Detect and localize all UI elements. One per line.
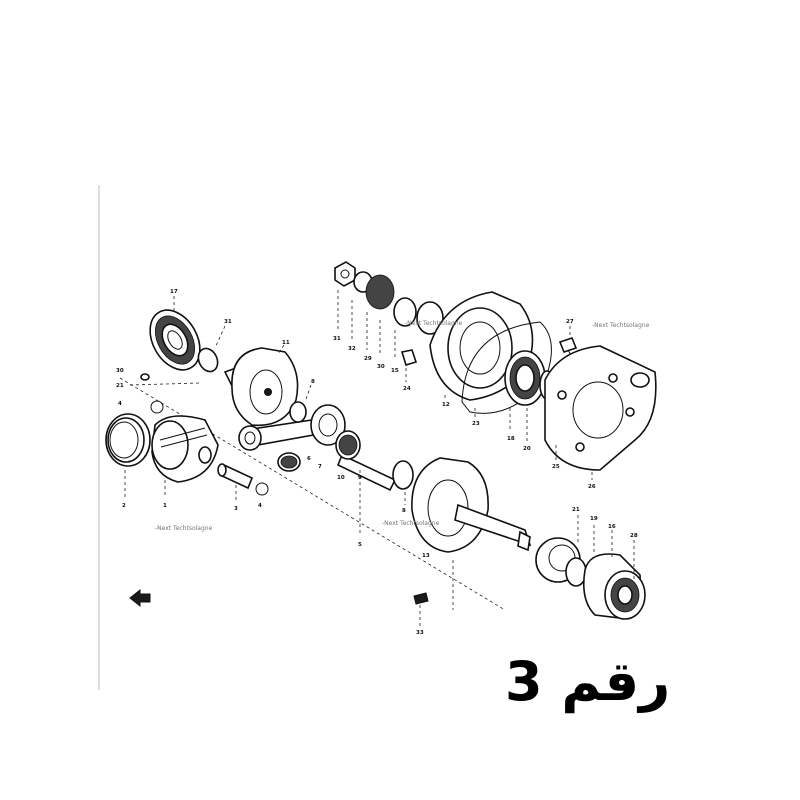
part-number-5: 5 bbox=[358, 542, 362, 548]
part-number-31-left: 31 bbox=[224, 319, 232, 325]
part-number-13: 13 bbox=[422, 553, 430, 559]
part-number-7: 7 bbox=[318, 464, 322, 470]
main-bearing-right bbox=[582, 553, 646, 620]
bush-24 bbox=[400, 349, 418, 366]
pin-clip bbox=[255, 482, 269, 496]
part-number-25: 25 bbox=[552, 464, 560, 470]
part-number-10: 10 bbox=[337, 475, 345, 481]
connecting-rod bbox=[238, 404, 346, 451]
part-number-labels: 17 31 11 30 21 4 8 2 1 3 4 6 7 10 9 5 8 … bbox=[116, 289, 638, 636]
part-number-1: 1 bbox=[163, 503, 167, 509]
crank-nut bbox=[334, 261, 356, 287]
left-seal-ring bbox=[197, 347, 219, 373]
part-number-24: 24 bbox=[403, 386, 411, 392]
part-number-20: 20 bbox=[523, 446, 531, 452]
piston-rings bbox=[105, 413, 151, 467]
right-bearing bbox=[504, 350, 546, 406]
part-number-16: 16 bbox=[608, 524, 616, 530]
part-number-21: 21 bbox=[116, 383, 124, 389]
part-number-2: 2 bbox=[122, 503, 126, 509]
part-number-8: 8 bbox=[311, 379, 315, 385]
part-number-33: 33 bbox=[416, 630, 424, 636]
gasket bbox=[461, 321, 552, 414]
leader-lines bbox=[124, 290, 635, 628]
part-number-6: 6 bbox=[307, 456, 311, 462]
part-number-18: 18 bbox=[507, 436, 515, 442]
small-end-bearing bbox=[277, 452, 301, 472]
oil-seal-14 bbox=[416, 301, 444, 335]
part-number-29: 29 bbox=[364, 356, 372, 362]
left-bearing bbox=[149, 309, 201, 371]
watermark-1: -Next Techtsolagne bbox=[592, 322, 650, 329]
right-crank-half bbox=[411, 457, 532, 553]
crank-pin-assembly bbox=[335, 430, 397, 492]
watermark-2: -Next Techtsolagne bbox=[382, 520, 440, 527]
part-number-4b: 4 bbox=[258, 503, 262, 509]
part-number-4: 4 bbox=[118, 401, 122, 407]
part-number-23: 23 bbox=[472, 421, 480, 427]
part-number-9: 9 bbox=[358, 475, 362, 481]
circlip bbox=[150, 400, 164, 414]
woodruff-key bbox=[413, 592, 429, 605]
crank-washer bbox=[392, 460, 414, 490]
part-number-3: 3 bbox=[234, 506, 238, 512]
part-number-28: 28 bbox=[630, 533, 638, 539]
part-number-30-left: 30 bbox=[116, 368, 124, 374]
part-number-11: 11 bbox=[282, 340, 290, 346]
small-pin-30 bbox=[140, 373, 150, 381]
part-number-31-top: 31 bbox=[333, 336, 341, 342]
watermark-4: -Next Techtsolagne bbox=[405, 320, 463, 327]
part-number-26: 26 bbox=[588, 484, 596, 490]
part-number-17: 17 bbox=[170, 289, 178, 295]
part-number-30-top: 30 bbox=[377, 364, 385, 370]
part-number-27: 27 bbox=[566, 319, 574, 325]
front-direction-arrow-icon bbox=[129, 588, 151, 608]
part-number-19: 19 bbox=[590, 516, 598, 522]
piston-pin bbox=[217, 463, 254, 490]
watermark-3: -Next Techtsolagne bbox=[155, 525, 213, 532]
figure-caption: رقم 3 bbox=[505, 650, 671, 713]
spacer-ring bbox=[393, 297, 417, 327]
piston bbox=[151, 415, 219, 483]
part-number-21-right: 21 bbox=[572, 507, 580, 513]
thrust-washer bbox=[289, 401, 307, 423]
side-plate bbox=[544, 345, 657, 471]
part-number-15: 15 bbox=[391, 368, 399, 374]
primary-gear bbox=[365, 274, 395, 310]
part-number-32: 32 bbox=[348, 346, 356, 352]
left-crank-half bbox=[223, 347, 299, 427]
part-number-12: 12 bbox=[442, 402, 450, 408]
part-number-8b: 8 bbox=[402, 508, 406, 514]
